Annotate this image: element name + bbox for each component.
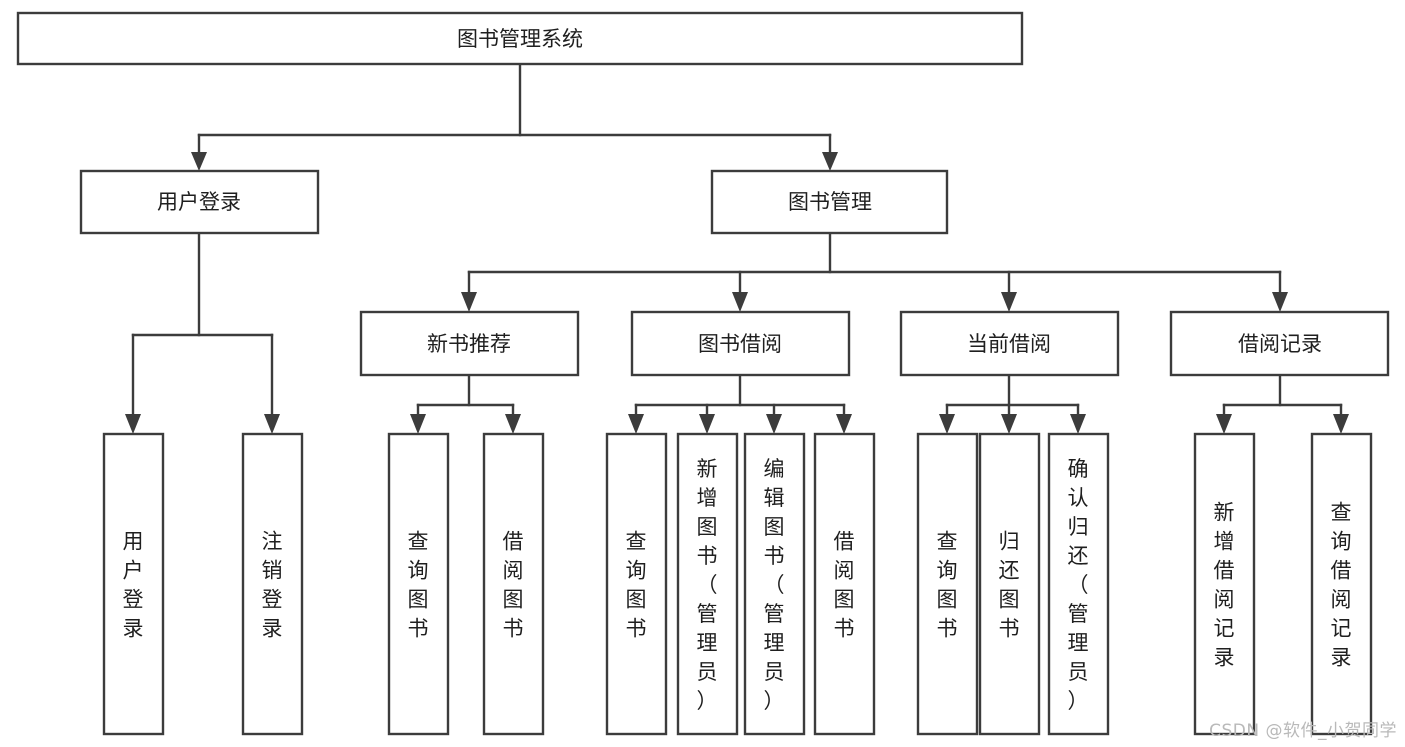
leaf-current-borrow-2[interactable]: 归还图书 bbox=[978, 432, 1041, 736]
node-book-management[interactable]: 图书管理 bbox=[710, 169, 949, 235]
leaf-user-login-2-label: 注销登录 bbox=[262, 530, 283, 641]
node-current-borrow[interactable]: 当前借阅 bbox=[899, 310, 1120, 377]
arrowhead-icon-bookmgmt bbox=[822, 152, 838, 171]
leaf-current-borrow-3[interactable]: 确认归还（管理员） bbox=[1047, 432, 1110, 736]
leaf-new-book-2-box[interactable] bbox=[482, 432, 545, 736]
leaf-borrow-record-1[interactable]: 新增借阅记录 bbox=[1193, 432, 1256, 736]
node-book-borrow[interactable]: 图书借阅 bbox=[630, 310, 851, 377]
node-user-login[interactable]: 用户登录 bbox=[79, 169, 320, 235]
arrowhead-icon-login-leaf1 bbox=[125, 414, 141, 434]
node-new-book-recommend-box[interactable] bbox=[359, 310, 580, 377]
arrowhead-icon-newbook-leaf2 bbox=[505, 414, 521, 434]
leaf-borrow-record-1-label: 新增借阅记录 bbox=[1214, 501, 1235, 670]
leaf-current-borrow-1[interactable]: 查询图书 bbox=[916, 432, 979, 736]
leaf-current-borrow-2-label: 归还图书 bbox=[999, 530, 1020, 641]
leaf-user-login-1-label: 用户登录 bbox=[123, 530, 144, 641]
arrowhead-icon-borrow bbox=[732, 292, 748, 312]
leaf-book-borrow-4-box[interactable] bbox=[813, 432, 876, 736]
leaf-book-borrow-3[interactable]: 编辑图书（管理员） bbox=[743, 432, 806, 736]
arrowhead-icon-record-leaf2 bbox=[1333, 414, 1349, 434]
leaf-new-book-1-label: 查询图书 bbox=[408, 530, 429, 641]
leaf-book-borrow-1[interactable]: 查询图书 bbox=[605, 432, 668, 736]
leaf-book-borrow-2-box[interactable] bbox=[676, 432, 739, 736]
arrowhead-layer bbox=[125, 152, 1349, 434]
leaf-new-book-2[interactable]: 借阅图书 bbox=[482, 432, 545, 736]
node-book-borrow-box[interactable] bbox=[630, 310, 851, 377]
node-new-book-recommend-label: 新书推荐 bbox=[427, 332, 511, 356]
leaf-new-book-1-box[interactable] bbox=[387, 432, 450, 736]
leaf-book-borrow-4[interactable]: 借阅图书 bbox=[813, 432, 876, 736]
node-root[interactable]: 图书管理系统 bbox=[16, 11, 1024, 66]
leaf-book-borrow-1-box[interactable] bbox=[605, 432, 668, 736]
arrowhead-icon-newbook bbox=[461, 292, 477, 312]
leaf-user-login-1-box[interactable] bbox=[102, 432, 165, 736]
arrowhead-icon-current bbox=[1001, 292, 1017, 312]
leaf-current-borrow-3-label: 确认归还（管理员） bbox=[1068, 457, 1089, 713]
node-book-management-label: 图书管理 bbox=[788, 190, 872, 214]
arrowhead-icon-record-leaf1 bbox=[1216, 414, 1232, 434]
arrowhead-icon-newbook-leaf1 bbox=[410, 414, 426, 434]
node-current-borrow-label: 当前借阅 bbox=[967, 332, 1051, 356]
leaf-book-borrow-1-label: 查询图书 bbox=[626, 530, 647, 641]
node-user-login-box[interactable] bbox=[79, 169, 320, 235]
arrowhead-icon-borrow-leaf2 bbox=[699, 414, 715, 434]
leaf-book-borrow-4-label: 借阅图书 bbox=[834, 530, 855, 641]
leaf-borrow-record-2[interactable]: 查询借阅记录 bbox=[1310, 432, 1373, 736]
leaf-book-borrow-3-box[interactable] bbox=[743, 432, 806, 736]
leaf-book-borrow-2[interactable]: 新增图书（管理员） bbox=[676, 432, 739, 736]
arrowhead-icon-current-leaf2 bbox=[1001, 414, 1017, 434]
arrowhead-icon-borrow-leaf3 bbox=[766, 414, 782, 434]
leaf-user-login-2-box[interactable] bbox=[241, 432, 304, 736]
leaf-new-book-1[interactable]: 查询图书 bbox=[387, 432, 450, 736]
leaf-new-book-2-label: 借阅图书 bbox=[503, 530, 524, 641]
arrowhead-icon-login-leaf2 bbox=[264, 414, 280, 434]
leaf-user-login-1[interactable]: 用户登录 bbox=[102, 432, 165, 736]
arrowhead-icon-borrow-leaf4 bbox=[836, 414, 852, 434]
leaf-current-borrow-2-box[interactable] bbox=[978, 432, 1041, 736]
node-current-borrow-box[interactable] bbox=[899, 310, 1120, 377]
arrowhead-icon-current-leaf3 bbox=[1070, 414, 1086, 434]
leaf-current-borrow-1-box[interactable] bbox=[916, 432, 979, 736]
leaf-borrow-record-2-box[interactable] bbox=[1310, 432, 1373, 736]
node-root-box[interactable] bbox=[16, 11, 1024, 66]
node-user-login-label: 用户登录 bbox=[157, 190, 241, 214]
leaf-current-borrow-3-box[interactable] bbox=[1047, 432, 1110, 736]
leaf-borrow-record-2-label: 查询借阅记录 bbox=[1331, 501, 1352, 670]
node-book-borrow-label: 图书借阅 bbox=[698, 332, 782, 356]
leaf-current-borrow-1-label: 查询图书 bbox=[937, 530, 958, 641]
leaf-book-borrow-2-label: 新增图书（管理员） bbox=[697, 457, 718, 713]
arrowhead-icon-borrow-leaf1 bbox=[628, 414, 644, 434]
node-book-management-box[interactable] bbox=[710, 169, 949, 235]
leaf-user-login-2[interactable]: 注销登录 bbox=[241, 432, 304, 736]
leaf-borrow-record-1-box[interactable] bbox=[1193, 432, 1256, 736]
leaf-book-borrow-3-label: 编辑图书（管理员） bbox=[764, 457, 785, 713]
node-root-label: 图书管理系统 bbox=[457, 27, 583, 51]
arrowhead-icon-login bbox=[191, 152, 207, 171]
node-borrow-record[interactable]: 借阅记录 bbox=[1169, 310, 1390, 377]
node-new-book-recommend[interactable]: 新书推荐 bbox=[359, 310, 580, 377]
arrowhead-icon-current-leaf1 bbox=[939, 414, 955, 434]
arrowhead-icon-record bbox=[1272, 292, 1288, 312]
node-borrow-record-box[interactable] bbox=[1169, 310, 1390, 377]
node-borrow-record-label: 借阅记录 bbox=[1238, 332, 1322, 356]
